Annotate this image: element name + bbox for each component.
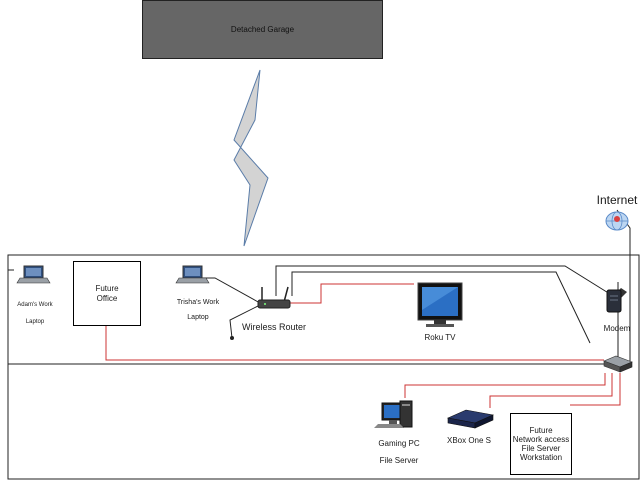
switch-icon (603, 355, 633, 373)
future-server-line2: Network access (512, 434, 570, 444)
house-outline (7, 254, 640, 480)
eth-office-switch (105, 325, 604, 361)
cable-router-extra (229, 304, 261, 339)
detached-garage-box: Detached Garage (142, 0, 383, 59)
adam-laptop-line2: Laptop (25, 319, 45, 325)
gaming-pc-line2: File Server (379, 456, 419, 465)
future-server-line3: File Server (521, 444, 561, 453)
laptop-icon-trisha (175, 265, 210, 284)
eth-switch-xbox (489, 373, 613, 408)
internet-label: Internet (596, 193, 638, 207)
xbox-label: XBox One S (446, 436, 492, 445)
trisha-laptop-line2: Laptop (187, 314, 209, 321)
black-cables (7, 209, 631, 365)
eth-switch-pc (404, 373, 606, 398)
roku-label: Roku TV (424, 333, 456, 342)
wireless-bolt-icon (233, 69, 269, 247)
garage-label: Detached Garage (230, 25, 295, 34)
cable-end-dot (230, 336, 234, 340)
adam-laptop-line1: Adam's Work (17, 302, 53, 308)
tv-icon (417, 282, 463, 327)
trisha-laptop-line1: Trisha's Work (176, 299, 220, 306)
eth-router-roku (290, 283, 414, 304)
eth-switch-future (570, 373, 621, 406)
gaming-pc-line1: Gaming PC (378, 439, 420, 448)
cable-router-modem-2 (291, 271, 591, 344)
internet-globe-icon (605, 211, 629, 231)
future-server-box: Future Network access File Server Workst… (510, 413, 572, 475)
cable-internet-modem (616, 209, 631, 362)
xbox-icon (446, 409, 495, 429)
future-office-line1: Future (95, 284, 119, 294)
modem-icon (606, 288, 627, 313)
future-office-box: Future Office (73, 261, 141, 326)
future-server-line1: Future (529, 425, 553, 435)
future-office-line2: Office (96, 293, 118, 303)
cable-router-modem-1 (275, 265, 611, 296)
router-icon (257, 286, 291, 309)
modem-label: Modem (603, 324, 631, 333)
cable-adam-switch (7, 269, 604, 365)
desktop-pc-icon (374, 400, 413, 428)
future-server-line4: Workstation (519, 453, 563, 463)
router-label: Wireless Router (241, 322, 307, 332)
red-ethernet (105, 283, 621, 408)
laptop-icon-adam (16, 265, 51, 284)
